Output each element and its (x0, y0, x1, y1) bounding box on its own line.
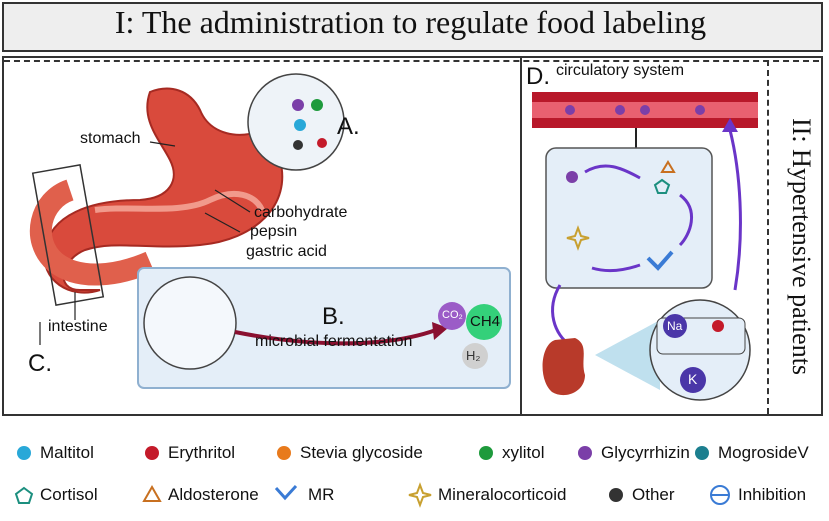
molecule-blue (294, 119, 306, 131)
callout-pepsin (204, 212, 241, 233)
cycle-arrow (584, 164, 641, 180)
vessel-molecule (695, 105, 705, 115)
intestine-box (31, 163, 105, 307)
legend-other: Other (632, 485, 675, 504)
cortisol-pentagon (653, 178, 671, 194)
panel-ii-roman: II: (787, 118, 816, 143)
aldosterone-triangle (660, 160, 676, 173)
label-microbial: microbial fermentation (255, 333, 413, 350)
legend-maltitol: Maltitol (40, 443, 94, 462)
label-h2: H₂ (466, 348, 481, 363)
stomach-lining (94, 190, 265, 213)
callout-stomach (149, 141, 176, 147)
label-b: B. (322, 303, 345, 330)
legend-glycyrrhizin: Glycyrrhizin (601, 443, 690, 462)
legend-mineralocorticoid: Mineralocorticoid (438, 485, 567, 504)
return-arrowhead (722, 118, 738, 132)
label-na: Na (667, 319, 683, 333)
label-c: C. (28, 350, 52, 377)
magnifier-b (143, 276, 237, 370)
legend-stevia: Stevia glycoside (300, 443, 423, 462)
gas-h2-bubble (462, 343, 488, 369)
label-pepsin: pepsin (250, 223, 298, 240)
cycle-arrow (678, 193, 694, 247)
cycle-molecule (566, 171, 578, 183)
figure-title: I: The administration to regulate food l… (114, 4, 707, 40)
other-icon (609, 488, 623, 502)
label-k: K (688, 371, 698, 387)
return-arrow (728, 129, 742, 291)
molecule-red (317, 138, 327, 148)
legend-mogroside: MogrosideV (718, 443, 809, 462)
label-a: A. (337, 113, 360, 140)
label-intestine: intestine (48, 318, 108, 335)
panel-ii-label: II: Hypertensive patients (786, 118, 816, 375)
maltitol-icon (17, 446, 31, 460)
mr-chevron (646, 250, 674, 271)
panel-ii-text: Hypertensive patients (787, 149, 816, 376)
legend-erythritol: Erythritol (168, 443, 236, 462)
xylitol-icon (479, 446, 493, 460)
vessel-molecule (640, 105, 650, 115)
vertical-divider (767, 60, 769, 414)
title-banner (2, 2, 823, 52)
label-gastric-acid: gastric acid (246, 243, 327, 260)
label-circulatory: circulatory system (556, 62, 685, 79)
legend-mr: MR (308, 485, 335, 504)
kidney-arrow (551, 284, 571, 347)
k-ion (680, 367, 706, 393)
mogroside-icon (695, 446, 709, 460)
inhibition-icon (710, 485, 730, 505)
vessel-molecule (565, 105, 575, 115)
aldosterone-icon (142, 484, 162, 502)
intestine-shape (29, 179, 155, 286)
label-d: D. (526, 63, 550, 90)
label-stomach: stomach (80, 130, 141, 147)
glycyrrhizin-icon (578, 446, 592, 460)
zoom-wedge (595, 320, 660, 390)
legend-xylitol: xylitol (502, 443, 545, 462)
panel-b (137, 267, 511, 389)
gas-ch4-bubble (466, 304, 502, 340)
fermentation-arrow (234, 328, 437, 346)
legend-inhibition: Inhibition (738, 485, 807, 504)
na-ion (663, 314, 687, 338)
mineralocorticoid-star (566, 225, 590, 251)
cortisol-icon (14, 486, 34, 504)
callout-carbohydrate (214, 189, 251, 213)
cycle-arrow (591, 263, 641, 273)
erythritol-icon (145, 446, 159, 460)
mineralocorticoid-icon (408, 482, 432, 508)
vessel-molecule (615, 105, 625, 115)
legend-aldosterone: Aldosterone (168, 485, 259, 504)
kidney-icon (542, 338, 585, 396)
main-frame (2, 56, 823, 416)
label-ch4: CH4 (470, 313, 501, 330)
molecule-green (311, 99, 323, 111)
molecule-purple (292, 99, 304, 111)
stevia-icon (277, 446, 291, 460)
label-carbohydrate: carbohydrate (254, 204, 348, 221)
water-molecule (712, 320, 724, 332)
molecule-dark (293, 140, 303, 150)
label-co2: CO₂ (442, 309, 463, 321)
top-dash-divider (4, 60, 819, 62)
mr-icon (274, 484, 298, 501)
panel-d-frame (520, 58, 822, 414)
gas-co2-bubble (438, 302, 466, 330)
legend-cortisol: Cortisol (40, 485, 98, 504)
